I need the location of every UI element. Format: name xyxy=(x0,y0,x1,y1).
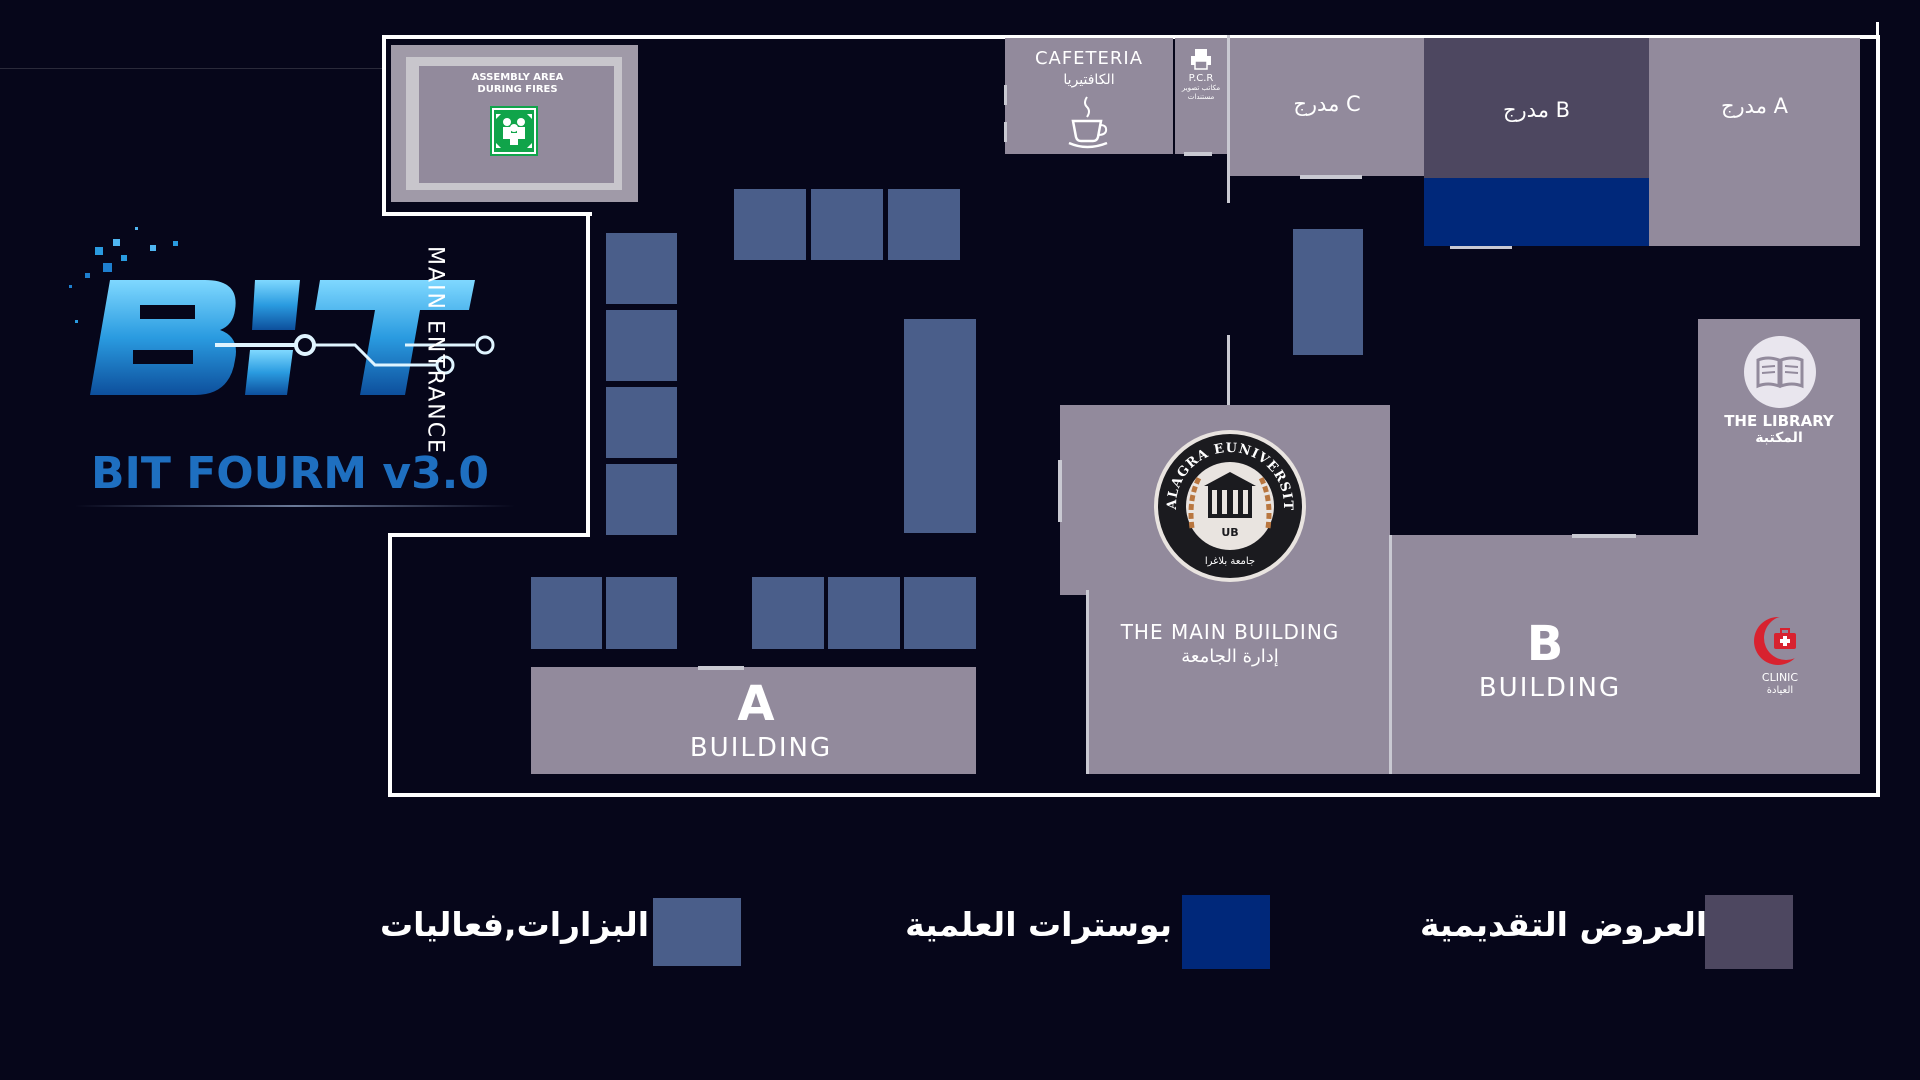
main-entrance-label: MAIN ENTRANCE xyxy=(422,246,448,455)
hall-c-door xyxy=(1300,175,1362,179)
boundary-right xyxy=(1876,35,1880,797)
building-b-wall xyxy=(1389,535,1392,774)
legend-swatch-presentations xyxy=(1705,895,1793,969)
lecture-hall-b-label: مدرج B xyxy=(1502,98,1571,122)
cafeteria-door-1 xyxy=(1004,85,1007,105)
building-a-letter: A xyxy=(737,676,775,732)
pcr-label: P.C.R xyxy=(1188,73,1214,84)
book-icon xyxy=(1744,336,1816,408)
posters-door xyxy=(1450,246,1512,249)
corridor-line-2 xyxy=(1227,335,1230,405)
boundary-left-lower xyxy=(388,533,392,797)
clinic-label-en: CLINIC xyxy=(1761,671,1799,684)
boundary-right-tick xyxy=(1876,22,1879,39)
boundary-bottom xyxy=(388,793,1880,797)
entrance-wall-bottom xyxy=(388,533,590,537)
legend-label-booths: البزارات,فعاليات xyxy=(380,905,650,944)
assembly-point-icon xyxy=(490,106,538,156)
cafeteria-label-ar: الكافتيريا xyxy=(1063,72,1115,88)
legend-swatch-booths xyxy=(653,898,741,966)
legend-label-presentations: العروض التقديمية xyxy=(1420,905,1708,944)
booth[interactable] xyxy=(811,189,883,260)
legend-swatch-posters xyxy=(1182,895,1270,969)
seal-abbr: UB xyxy=(1221,526,1238,539)
pcr-sub2: مستندات xyxy=(1187,93,1215,101)
printer-icon xyxy=(1189,47,1213,71)
lecture-hall-b[interactable] xyxy=(1424,38,1649,178)
lecture-hall-c-label: مدرج C xyxy=(1293,92,1361,116)
pcr-door xyxy=(1184,152,1212,156)
clinic-label-ar: العيادة xyxy=(1766,685,1794,696)
library-label-en: THE LIBRARY xyxy=(1724,412,1834,430)
corridor-line-1 xyxy=(1227,35,1230,203)
crescent-medical-icon xyxy=(1754,616,1808,666)
pcr-sub1: مكاتب تصوير xyxy=(1181,84,1221,92)
lecture-hall-a-label: مدرج A xyxy=(1720,94,1788,118)
bit-logo xyxy=(55,225,495,425)
scientific-posters-area[interactable] xyxy=(1424,178,1649,246)
legend-label-posters: بوسترات العلمية xyxy=(905,905,1172,944)
entrance-wall-right xyxy=(586,212,590,537)
booth[interactable] xyxy=(606,310,677,381)
booth[interactable] xyxy=(606,233,677,304)
coffee-cup-icon xyxy=(1067,95,1111,149)
booth[interactable] xyxy=(888,189,960,260)
cafeteria[interactable] xyxy=(1005,38,1173,154)
forum-title: BIT FOURM v3.0 xyxy=(90,448,490,499)
booth[interactable] xyxy=(904,577,976,649)
main-building-lower[interactable] xyxy=(1086,590,1390,774)
booth[interactable] xyxy=(531,577,602,649)
booth[interactable] xyxy=(828,577,900,649)
lecture-hall-c[interactable] xyxy=(1230,38,1424,176)
library-label-ar: المكتبة xyxy=(1755,430,1803,446)
assembly-area-line1: ASSEMBLY AREA xyxy=(471,72,564,83)
main-building-label-ar: إدارة الجامعة xyxy=(1181,646,1279,667)
boundary-left-upper xyxy=(382,35,386,215)
title-underline xyxy=(75,505,515,507)
booth[interactable] xyxy=(734,189,806,260)
lecture-hall-a[interactable] xyxy=(1649,38,1860,246)
booth[interactable] xyxy=(606,387,677,458)
building-b-letter: B xyxy=(1526,616,1564,672)
main-building-label-en: THE MAIN BUILDING xyxy=(1120,620,1340,644)
seal-bottom-text: جامعة بلاغرا xyxy=(1205,556,1255,567)
booth[interactable] xyxy=(1293,229,1363,355)
cafeteria-label-en: CAFETERIA xyxy=(1034,48,1144,69)
boundary-top xyxy=(382,35,1878,39)
building-b-door xyxy=(1572,534,1636,538)
booth[interactable] xyxy=(904,319,976,533)
building-a[interactable] xyxy=(531,667,976,774)
building-a-door xyxy=(698,666,744,670)
booth[interactable] xyxy=(606,464,677,535)
entrance-wall-top xyxy=(382,212,592,216)
main-building-door-left xyxy=(1058,460,1062,522)
building-a-word: BUILDING xyxy=(689,733,833,763)
booth[interactable] xyxy=(752,577,824,649)
booth[interactable] xyxy=(606,577,677,649)
university-seal: BALAGRA EUNIVERSITY UB جامعة بلاغرا xyxy=(1146,417,1308,584)
main-building-inner-wall xyxy=(1086,590,1089,774)
top-left-divider xyxy=(0,68,382,69)
building-b-word: BUILDING xyxy=(1478,673,1622,703)
cafeteria-door-2 xyxy=(1004,122,1007,142)
assembly-area-line2: DURING FIRES xyxy=(477,84,558,95)
